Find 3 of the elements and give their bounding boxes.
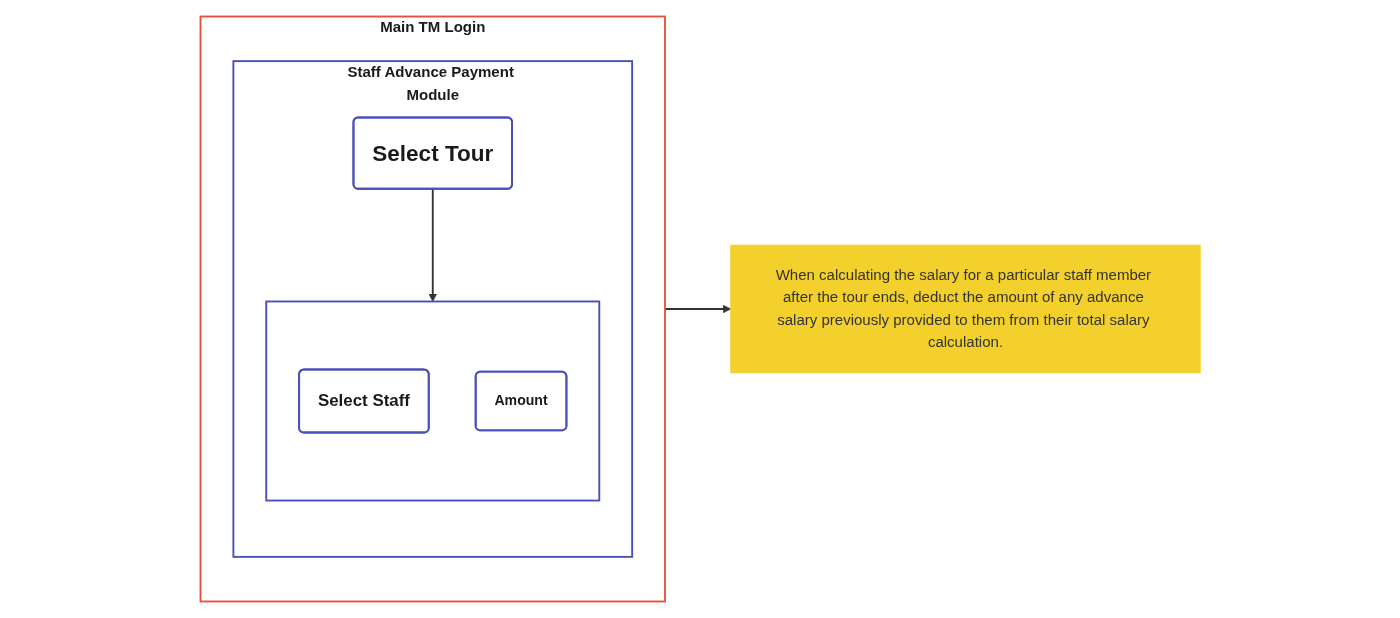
node-box: When calculating the salary for a particular staff member after the tour ends, deduct the amount of any advance salary previously provided to them from their total salary calculation.	[729, 244, 1201, 374]
arrow	[428, 187, 437, 302]
cluster	[264, 300, 600, 502]
